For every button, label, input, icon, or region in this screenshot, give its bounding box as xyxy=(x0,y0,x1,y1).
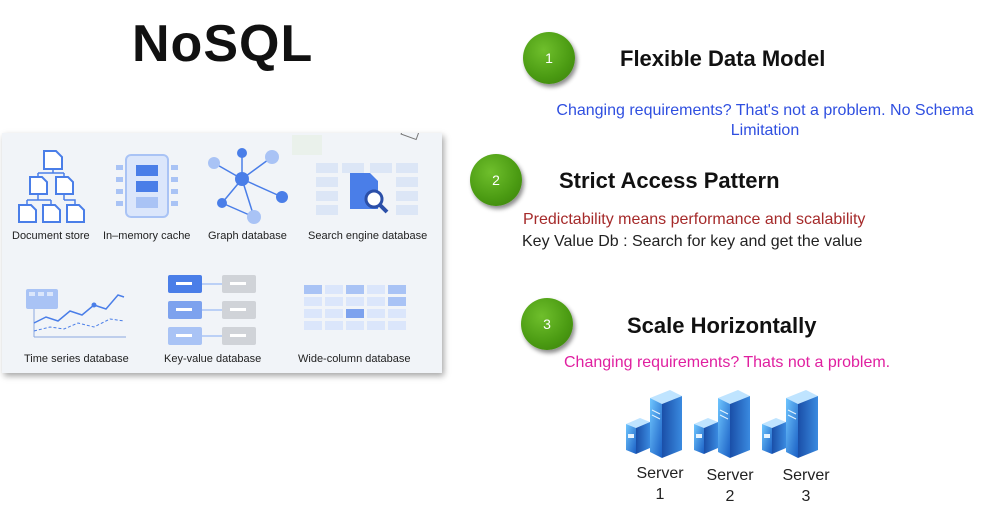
page-title: NoSQL xyxy=(132,15,314,73)
server-3-number: 3 xyxy=(801,488,811,505)
server-icon xyxy=(762,390,818,458)
server-icon xyxy=(626,390,682,458)
point-2-badge: 2 xyxy=(470,154,522,206)
in-memory-cache-label: In–memory cache xyxy=(103,230,191,242)
search-engine-database-label: Search engine database xyxy=(308,230,428,242)
point-1-line-2: Limitation xyxy=(730,122,800,139)
key-value-database-label: Key-value database xyxy=(164,353,262,365)
point-2-heading: Strict Access Pattern xyxy=(559,168,780,193)
time-series-chart-icon xyxy=(26,289,126,338)
time-series-database-label: Time series database xyxy=(24,353,129,365)
point-1-line-1: Changing requirements? That's not a prob… xyxy=(556,102,974,119)
server-icon xyxy=(694,390,750,458)
document-store-label: Document store xyxy=(12,230,90,242)
graph-database-label: Graph database xyxy=(208,230,287,242)
point-3-badge: 3 xyxy=(521,298,573,350)
memory-cache-icon xyxy=(116,154,178,218)
wide-column-grid-icon xyxy=(304,285,406,330)
database-types-panel: Document store In–memory cache Graph dat… xyxy=(2,133,442,373)
server-2-name: Server xyxy=(706,467,754,484)
server-1-label: Server 1 xyxy=(630,463,690,505)
server-3-name: Server xyxy=(782,467,830,484)
server-1-number: 1 xyxy=(655,486,665,503)
server-2-label: Server 2 xyxy=(700,465,760,507)
point-1-heading: Flexible Data Model xyxy=(620,46,826,71)
point-2-line-1: Predictability means performance and sca… xyxy=(523,211,866,228)
point-1-badge: 1 xyxy=(523,32,575,84)
point-3-heading: Scale Horizontally xyxy=(627,313,817,338)
wide-column-database-label: Wide-column database xyxy=(298,353,411,365)
point-3-line-1: Changing requirements? Thats not a probl… xyxy=(564,354,891,371)
server-1-name: Server xyxy=(636,465,684,482)
server-2-number: 2 xyxy=(725,488,735,505)
document-tree-icon xyxy=(18,150,85,223)
search-document-icon xyxy=(316,163,418,215)
graph-icon xyxy=(208,148,288,224)
point-1-description: Changing requirements? That's not a prob… xyxy=(530,101,999,141)
point-2-line-2: Key Value Db : Search for key and get th… xyxy=(522,233,863,250)
server-3-label: Server 3 xyxy=(776,465,836,507)
key-value-icon xyxy=(168,275,256,345)
